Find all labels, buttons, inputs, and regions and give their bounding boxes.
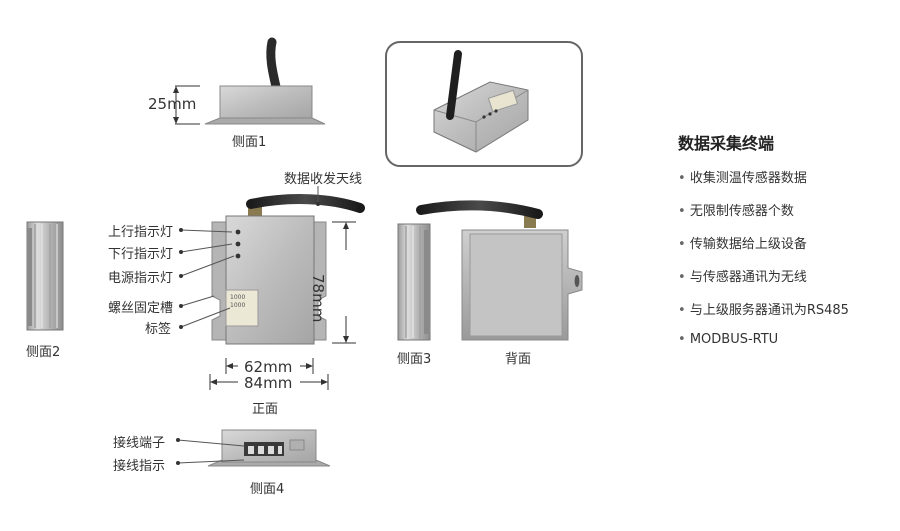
side4-view	[176, 429, 331, 467]
front-led-up	[235, 229, 241, 235]
dimension-width-outer: 84mm	[244, 374, 293, 392]
back-label: 背面	[505, 352, 532, 367]
feature-item: 无限制传感器个数	[678, 200, 849, 233]
side2-view	[26, 221, 64, 331]
dimension-depth: 78mm	[309, 274, 327, 323]
terminal-callout: 接线端子	[113, 436, 166, 451]
panel-title: 数据采集终端	[678, 134, 775, 153]
side1-label: 侧面1	[232, 135, 267, 150]
side1-view	[173, 37, 326, 125]
side3-label: 侧面3	[397, 352, 432, 367]
down-led-callout: 下行指示灯	[108, 247, 174, 262]
feature-list: 收集测温传感器数据 无限制传感器个数 传输数据给上级设备 与传感器通讯为无线 与…	[678, 167, 849, 365]
front-tag	[225, 289, 259, 327]
feature-item: 与传感器通讯为无线	[678, 266, 849, 299]
feature-item: 收集测温传感器数据	[678, 167, 849, 200]
dimension-width-inner: 62mm	[244, 358, 293, 376]
side1-body	[219, 85, 313, 120]
feature-item: MODBUS-RTU	[678, 332, 849, 365]
dimension-height: 25mm	[148, 95, 197, 113]
front-view	[179, 186, 365, 390]
photo-antenna	[446, 50, 462, 120]
front-antenna	[246, 194, 365, 213]
power-led-callout: 电源指示灯	[108, 271, 174, 286]
device-tag-text: 1000 1000	[230, 294, 246, 309]
feature-item: 与上级服务器通讯为RS485	[678, 299, 849, 332]
side4-label: 侧面4	[250, 482, 285, 497]
terminal-hint-callout: 接线指示	[113, 459, 166, 474]
front-label: 正面	[252, 402, 279, 417]
front-led-power	[235, 253, 241, 259]
back-antenna	[416, 200, 543, 219]
side2-label: 侧面2	[26, 345, 61, 360]
front-led-down	[235, 241, 241, 247]
antenna-callout: 数据收发天线	[284, 172, 363, 187]
back-view	[416, 200, 583, 341]
mount-slot-callout: 螺丝固定槽	[108, 301, 174, 316]
feature-item: 传输数据给上级设备	[678, 233, 849, 266]
side1-flange	[204, 117, 326, 125]
tag-callout: 标签	[145, 322, 172, 337]
photo-frame	[385, 41, 583, 167]
up-led-callout: 上行指示灯	[108, 225, 174, 240]
side3-view	[397, 223, 431, 341]
